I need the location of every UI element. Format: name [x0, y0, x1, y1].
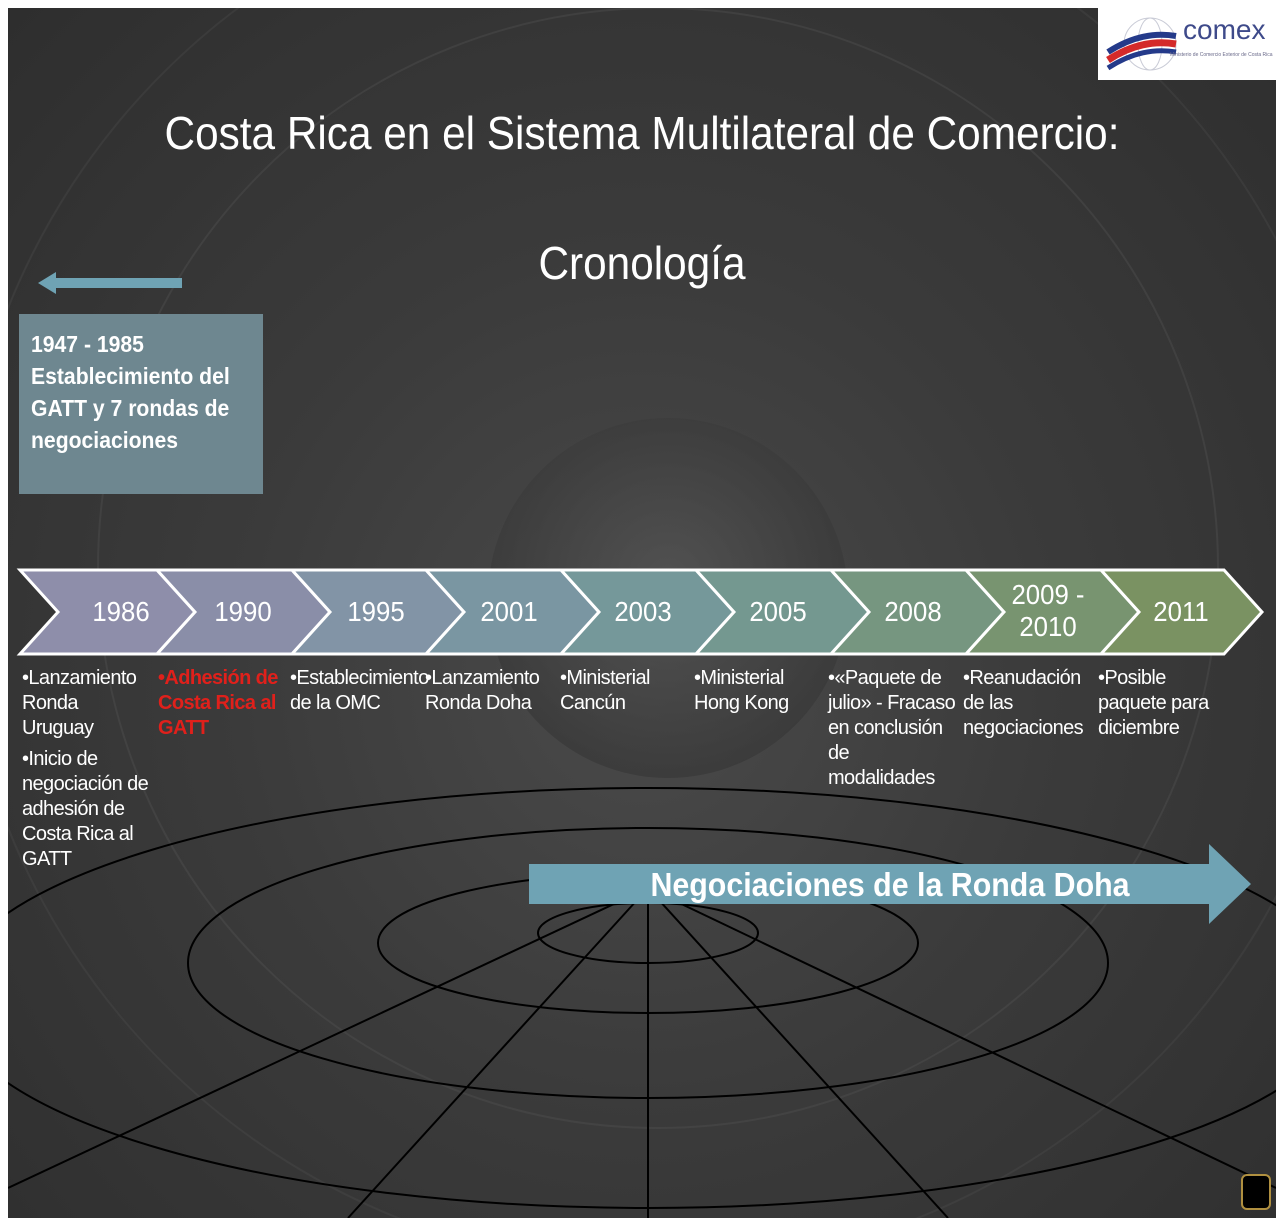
event-1986: •Lanzamiento Ronda Uruguay •Inicio de ne…: [22, 666, 154, 872]
event-2008: •«Paquete de julio» - Fracaso en conclus…: [828, 667, 956, 789]
year-2010-line: 2010: [1019, 611, 1077, 642]
era-text-3: negociaciones: [31, 427, 178, 453]
timeline-chevrons: [16, 568, 1265, 656]
era-box: 1947 - 1985 Establecimiento del GATT y 7…: [19, 314, 263, 494]
slide-title: Costa Rica en el Sistema Multilateral de…: [164, 107, 1120, 159]
year-2003: 2003: [614, 596, 672, 627]
year-2005: 2005: [749, 596, 807, 627]
slide-nav-icon[interactable]: [1241, 1174, 1271, 1210]
year-2009-line: 2009 -: [1011, 579, 1085, 610]
era-years: 1947 - 1985: [31, 331, 144, 357]
year-1995: 1995: [347, 596, 405, 627]
comex-logo: comex Ministerio de Comercio Exterior de…: [1098, 8, 1276, 80]
era-text-1: Establecimiento del: [31, 363, 230, 389]
slide: comex Ministerio de Comercio Exterior de…: [8, 8, 1276, 1218]
year-2008: 2008: [884, 596, 942, 627]
flag-swoosh-icon: [1106, 17, 1177, 71]
chevron-2011: [1097, 568, 1265, 656]
year-1990: 1990: [214, 596, 272, 627]
era-text-2: GATT y 7 rondas de: [31, 395, 230, 421]
year-2001: 2001: [480, 596, 538, 627]
event-1986-a: •Lanzamiento Ronda Uruguay: [22, 667, 137, 739]
logo-name: comex: [1183, 14, 1266, 45]
year-1986: 1986: [92, 596, 150, 627]
event-2009-2010: •Reanudación de las negociaciones: [963, 667, 1084, 739]
slide-subtitle: Cronología: [538, 237, 746, 289]
left-arrow-icon: [38, 272, 182, 294]
event-2011: •Posible paquete para diciembre: [1098, 667, 1209, 739]
event-1995: •Establecimiento de la OMC: [290, 667, 429, 714]
event-2001: •Lanzamiento Ronda Doha: [425, 667, 540, 714]
year-2011: 2011: [1153, 596, 1209, 627]
event-1990: •Adhesión de Costa Rica al GATT: [158, 667, 278, 739]
doha-arrow: [529, 844, 1251, 924]
event-2005: •Ministerial Hong Kong: [694, 667, 789, 714]
logo-subtitle: Ministerio de Comercio Exterior de Costa…: [1170, 52, 1273, 58]
event-1986-b: •Inicio de negociación de adhesión de Co…: [22, 748, 149, 870]
doha-arrow-label: Negociaciones de la Ronda Doha: [650, 866, 1130, 903]
year-2009-2010: 2009 - 2010: [997, 579, 1098, 643]
event-2003: •Ministerial Cancún: [560, 667, 650, 714]
